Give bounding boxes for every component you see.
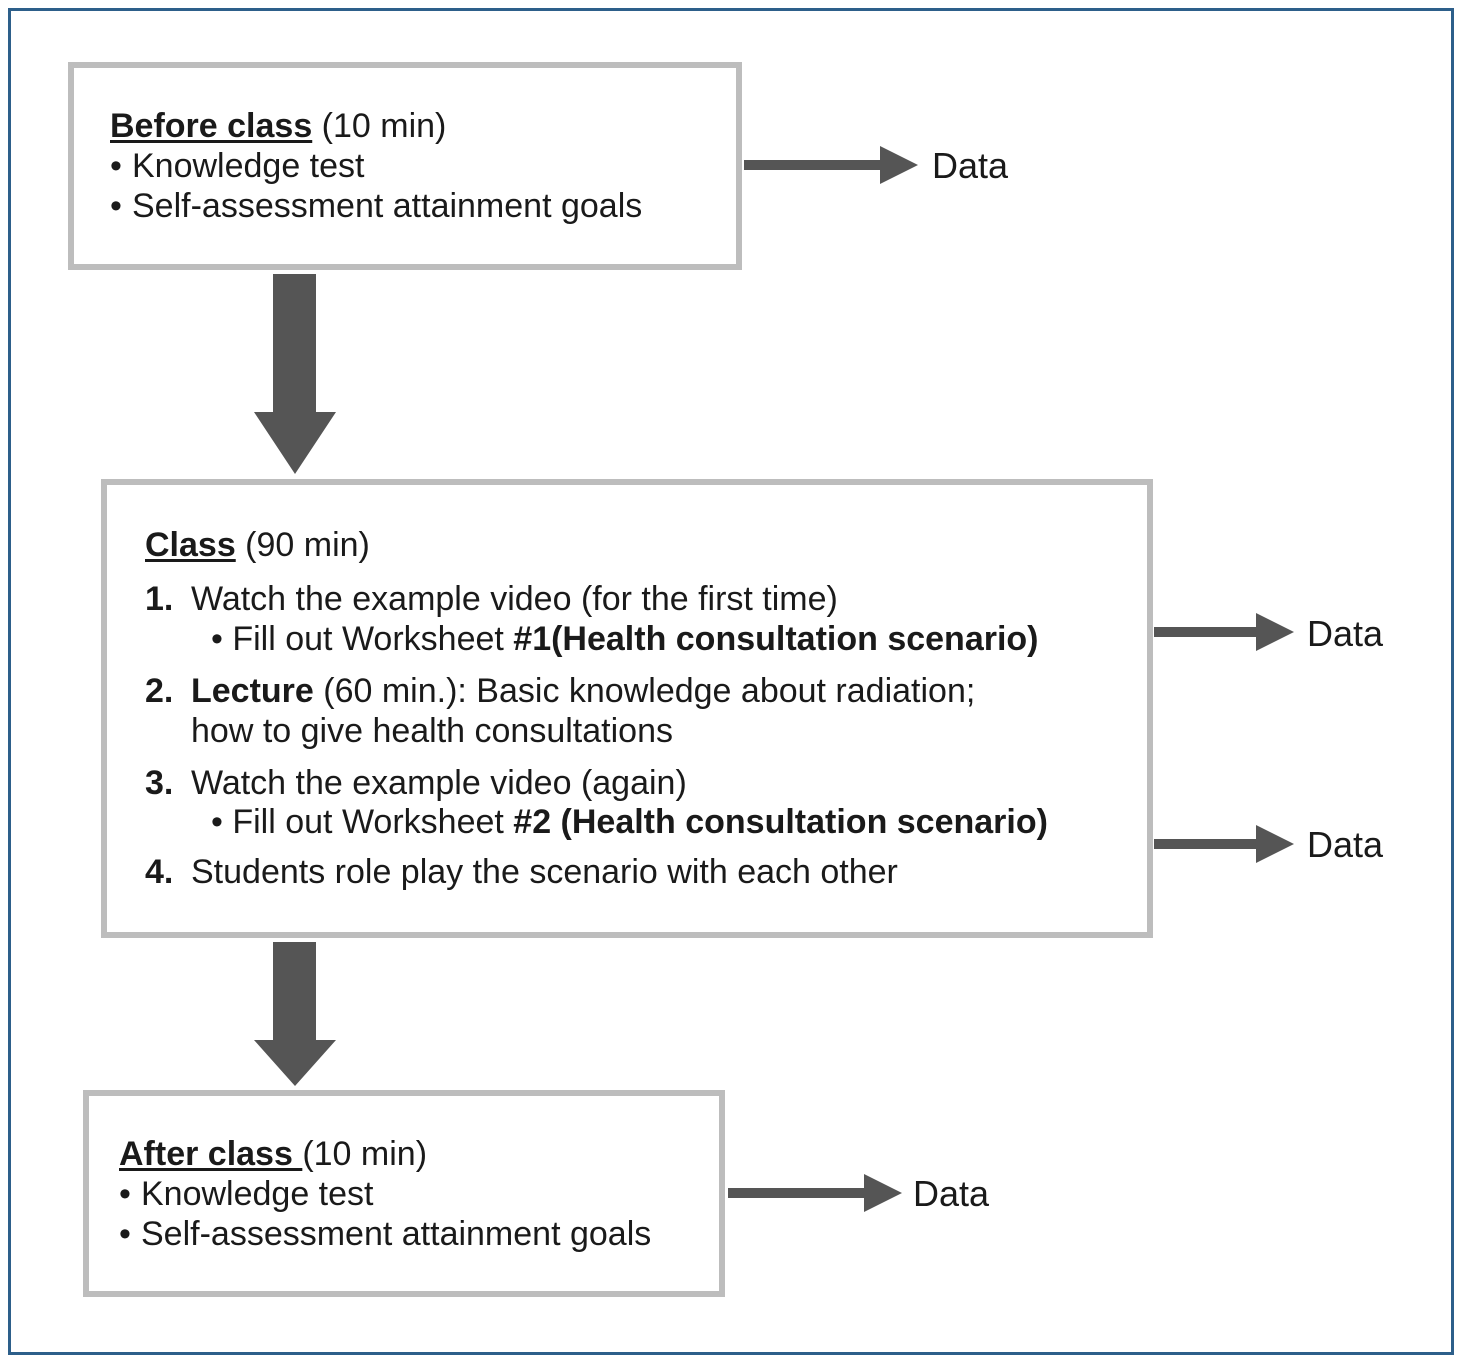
after-class-duration: (10 min) <box>302 1135 428 1173</box>
class-item-1-sub: • Fill out Worksheet #1(Health consultat… <box>211 620 1039 658</box>
after-bullet-2: •Self-assessment attainment goals <box>119 1215 652 1253</box>
data-label-class-2: Data <box>1307 824 1384 865</box>
class-title: Class <box>145 526 236 564</box>
down-arrow-2 <box>254 942 336 1086</box>
lecture-label: Lecture <box>191 672 314 710</box>
before-bullet-2: •Self-assessment attainment goals <box>110 187 643 225</box>
after-bullet-1: •Knowledge test <box>119 1175 374 1213</box>
after-class-box: After class (10 min) •Knowledge test •Se… <box>83 1090 725 1297</box>
class-heading: Class (90 min) <box>145 525 370 565</box>
class-duration: (90 min) <box>235 526 370 564</box>
data-label-after: Data <box>913 1173 990 1214</box>
before-class-box: Before class (10 min) •Knowledge test •S… <box>68 62 742 270</box>
data-label-class-1: Data <box>1307 613 1384 654</box>
right-arrow-before <box>744 146 918 184</box>
down-arrow-1 <box>254 274 336 474</box>
class-box: Class (90 min) 1. Watch the example vide… <box>101 479 1153 938</box>
right-arrow-after <box>728 1174 902 1212</box>
after-class-title: After class <box>119 1135 303 1173</box>
data-label-before: Data <box>932 145 1009 186</box>
class-item-2-line2: how to give health consultations <box>191 712 673 750</box>
before-class-heading: Before class (10 min) <box>110 106 642 146</box>
before-class-duration: (10 min) <box>312 107 447 145</box>
class-item-3-sub: • Fill out Worksheet #2 (Health consulta… <box>211 803 1048 841</box>
before-bullet-1: •Knowledge test <box>110 147 365 185</box>
right-arrow-class-2 <box>1154 825 1294 863</box>
before-class-title: Before class <box>110 107 313 145</box>
right-arrow-class-1 <box>1154 613 1294 651</box>
after-class-heading: After class (10 min) <box>119 1134 651 1174</box>
